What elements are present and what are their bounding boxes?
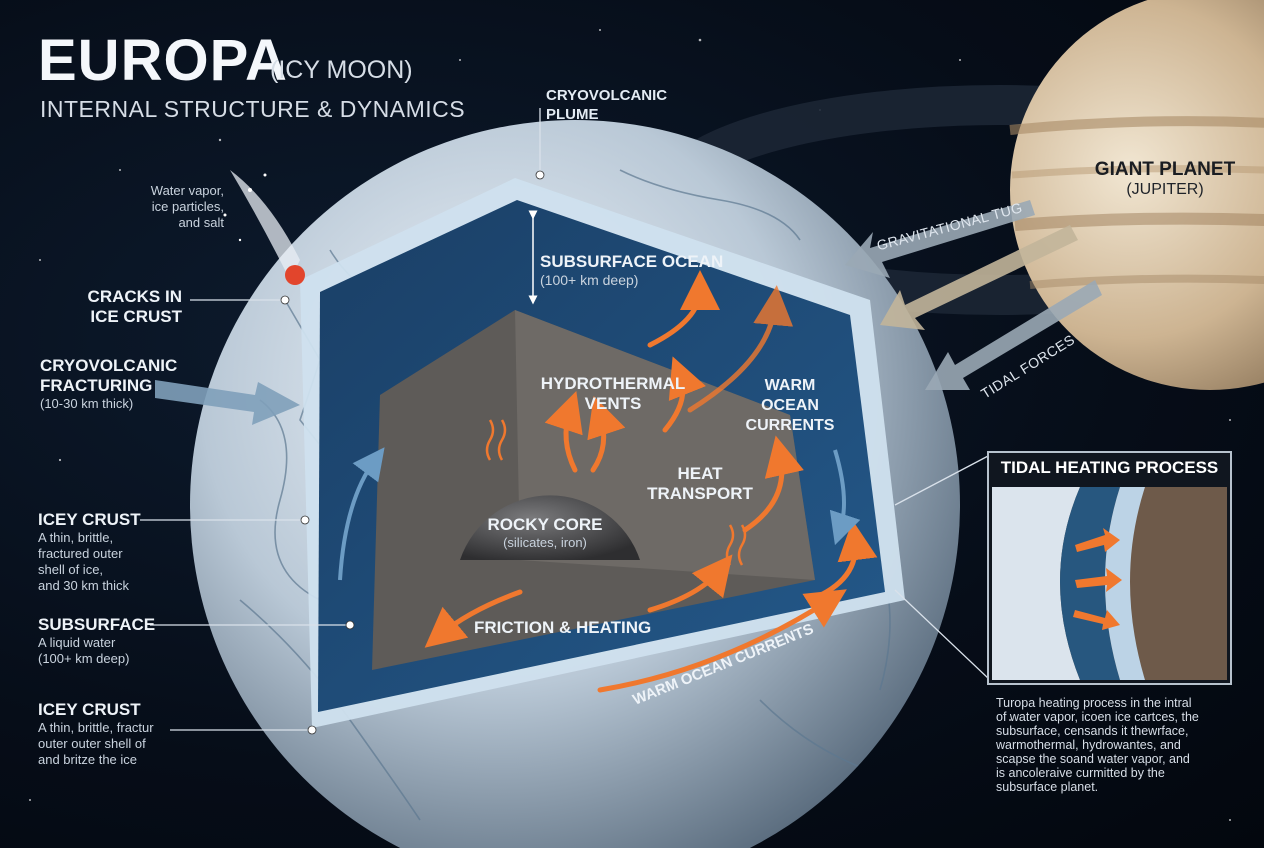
core-subtitle: (silicates, iron) [503,535,587,550]
heat-wavy-lines [485,419,747,566]
inset-para-line5: scapse the soand water vapor, and [996,752,1190,766]
friction-heating-label: FRICTION & HEATING [474,618,652,637]
inset-para-line7: subsurface planet. [996,780,1099,794]
plume-label: CRYOVOLCANIC PLUME [546,86,667,124]
tidal-heating-inset [987,451,1232,685]
inset-para-line3: subsurface, censands it thewrface, [996,724,1189,738]
plume-label-line2: PLUME [546,106,599,123]
icey-crust-label-1: ICEY CRUST A thin, brittle, fractured ou… [38,510,141,594]
inset-para-line2: of water vapor, icoen ice cartces, the [996,710,1199,724]
heat-line1: HEAT [677,464,723,483]
hydrothermal-label: HYDROTHERMAL VENTS [528,374,698,414]
subsurface-line1: A liquid water [38,635,116,650]
cryo-fracturing-line2: FRACTURING [40,376,153,395]
heat-line2: TRANSPORT [647,484,753,503]
icey-crust-1-line1: A thin, brittle, [38,530,114,545]
warm-line3: CURRENTS [745,417,835,434]
subsurface-label: SUBSURFACE A liquid water (100+ km deep) [38,615,155,667]
icey-crust-1-line3: shell of ice, [38,562,104,577]
warm-line1: WARM [764,377,816,394]
page-title: EUROPA [38,28,288,93]
inset-para-line6: is ancoleraive curmitted by the [996,766,1165,780]
title-suffix: (ICY MOON) [270,56,413,84]
cryo-fracturing-line3: (10-30 km thick) [40,396,134,411]
hydro-line2: VENTS [584,394,642,413]
icey-crust-2-line1: A thin, brittle, fractur [38,720,154,735]
rocky-core-label: ROCKY CORE (silicates, iron) [470,515,620,551]
rocky-core [460,495,640,560]
subsurface-line2: (100+ km deep) [38,651,130,666]
icey-crust-2-line2: outer outer shell of [38,736,146,751]
gravitational-tug-arrow [845,200,1035,278]
subsurface-title: SUBSURFACE [38,615,156,634]
water-vapor-line1: Water vapor, [150,183,224,198]
cracks-line1: CRACKS IN [87,287,182,306]
icey-crust-1-line4: and 30 km thick [38,578,130,593]
tug-arrow-2 [880,225,1078,330]
core-title: ROCKY CORE [487,515,603,534]
cryovolcanic-plume [223,170,305,285]
water-vapor-line2: ice particles, [151,199,224,214]
ocean-circulation-arrows [338,447,861,581]
inset-title: TIDAL HEATING PROCESS [1000,458,1219,477]
fracturing-arrow [155,380,300,425]
giant-planet-title: GIANT PLANET [1094,159,1236,180]
cracks-label: CRACKS IN ICE CRUST [80,287,182,327]
cryo-fracturing-label: CRYOVOLCANIC FRACTURING (10-30 km thick) [40,356,177,412]
icey-crust-2-line3: and britze the ice [38,752,138,767]
warm-line2: OCEAN [761,397,819,414]
water-vapor-line3: and salt [178,215,224,230]
icey-crust-label-2: ICEY CRUST A thin, brittle, fractur oute… [38,700,154,768]
leader-dots [280,170,545,735]
cracks-line2: ICE CRUST [90,307,182,326]
warm-ocean-currents-label: WARM OCEAN CURRENTS [740,376,840,436]
heat-transport-label: HEAT TRANSPORT [640,464,760,504]
icey-crust-1-title: ICEY CRUST [38,510,141,529]
page-subtitle: INTERNAL STRUCTURE & DYNAMICS [40,96,466,122]
tidal-forces-arrow [925,280,1102,390]
ocean-subtitle: (100+ km deep) [540,272,639,288]
giant-planet-label: GIANT PLANET (JUPITER) [1080,160,1250,199]
icey-crust-2-title: ICEY CRUST [38,700,141,719]
ocean-title: SUBSURFACE OCEAN [540,252,724,271]
inset-para-line1: Turopa heating process in the intral [996,696,1192,710]
inset-para-line4: warmothermal, hydrowantes, and [996,738,1181,752]
inset-paragraph: Turopa heating process in the intral of … [996,696,1246,794]
water-vapor-label: Water vapor, ice particles, and salt [120,183,224,231]
cryo-fracturing-line1: CRYOVOLCANIC [40,356,178,375]
plume-label-line1: CRYOVOLCANIC [546,87,668,104]
heat-arrows [424,270,878,693]
icey-crust-1-line2: fractured outer [38,546,123,561]
giant-planet-subtitle: (JUPITER) [1126,181,1204,198]
jupiter-planet [1009,0,1264,390]
hydro-line1: HYDROTHERMAL [540,374,686,393]
subsurface-ocean-label: SUBSURFACE OCEAN (100+ km deep) [540,252,723,288]
